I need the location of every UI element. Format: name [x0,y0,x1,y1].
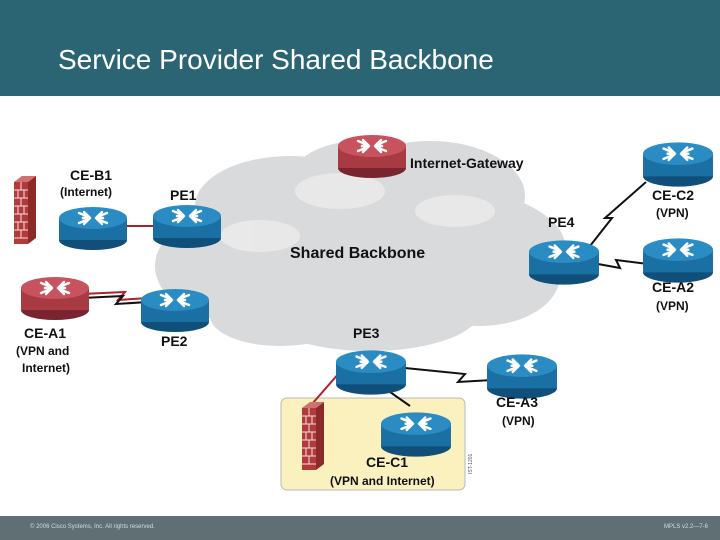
ce-a3-role-label: (VPN) [502,414,535,428]
firewall-ce-b1-icon [14,176,36,244]
slide-title: Service Provider Shared Backbone [58,44,494,75]
internet-gateway-label: Internet-Gateway [410,155,524,171]
ce-a1-role-line2: Internet) [22,361,70,375]
ce-a2-router-icon [642,236,714,285]
ce-a2-label: CE-A2 [652,279,694,295]
ce-a3-router-icon [486,352,558,401]
pe4-router-icon [528,238,600,287]
ce-b1-role-label: (Internet) [60,185,112,199]
ce-b1-router-icon [58,205,128,252]
pe1-router-icon [152,203,222,250]
ce-a1-label: CE-A1 [24,325,66,341]
ce-c2-router-icon [642,140,714,189]
pe2-label: PE2 [161,333,188,349]
internet-gateway-router-icon [337,133,407,180]
pe3-router-icon [335,348,407,397]
ce-c2-role-label: (VPN) [656,206,689,220]
ce-a1-role-line1: (VPN and [16,344,69,358]
pe1-label: PE1 [170,187,197,203]
copyright-text: © 2006 Cisco Systems, Inc. All rights re… [30,524,155,530]
course-code-text: MPLS v2.2—7-6 [663,524,708,530]
network-diagram: Shared Backbone Internet-Gateway CE-B1 (… [14,133,714,491]
ce-c1-label: CE-C1 [366,454,408,470]
pe4-label: PE4 [548,214,575,230]
ce-a1-router-icon [20,275,90,322]
ce-c2-label: CE-C2 [652,187,694,203]
ce-a2-role-label: (VPN) [656,299,689,313]
cloud-label: Shared Backbone [290,245,425,262]
pe2-router-icon [140,287,210,334]
title-bar: Service Provider Shared Backbone [0,0,720,96]
ce-c1-router-icon [380,410,452,459]
ce-c1-role-label: (VPN and Internet) [330,474,435,488]
side-code-label: IST-1201 [468,453,474,474]
ce-a3-label: CE-A3 [496,394,538,410]
pe3-label: PE3 [353,325,380,341]
ce-b1-label: CE-B1 [70,167,112,183]
firewall-ce-c1-icon [302,402,324,470]
footer-bar: © 2006 Cisco Systems, Inc. All rights re… [0,516,720,540]
